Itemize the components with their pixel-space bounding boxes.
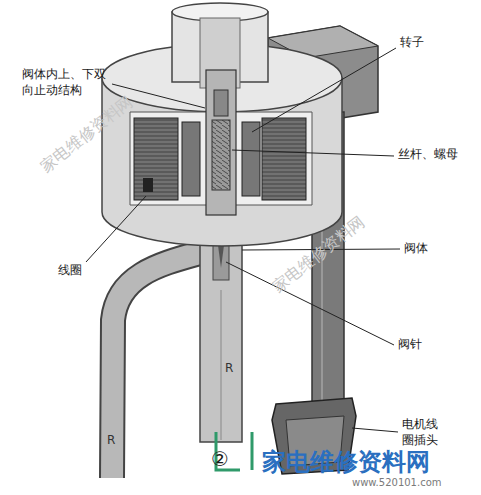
- watermark: www.520101.com: [352, 476, 442, 490]
- coil: [134, 118, 178, 200]
- shaft: [206, 70, 236, 215]
- part-label: 阀针: [398, 336, 422, 352]
- logo-text: 家电维修资料网: [262, 446, 430, 478]
- callout-number: ②: [211, 446, 229, 473]
- coil: [262, 118, 306, 200]
- part-label: 阀体内上、下双向止动结构: [22, 66, 112, 98]
- pipe: [112, 250, 210, 478]
- part-label: 阀体: [404, 240, 428, 256]
- part-label: 丝杆、螺母: [398, 146, 458, 162]
- screw-nut: [212, 120, 230, 190]
- pipe-outline: [112, 250, 210, 478]
- rotor: [242, 122, 260, 196]
- pipe-label: R: [225, 360, 233, 376]
- part-label: 转子: [400, 34, 424, 50]
- part-label: 线圈: [58, 262, 82, 278]
- part-label: 电机线圈插头: [402, 416, 442, 448]
- pipe-label: R: [107, 432, 115, 448]
- coil-housing: [102, 78, 342, 246]
- rotor: [182, 122, 200, 196]
